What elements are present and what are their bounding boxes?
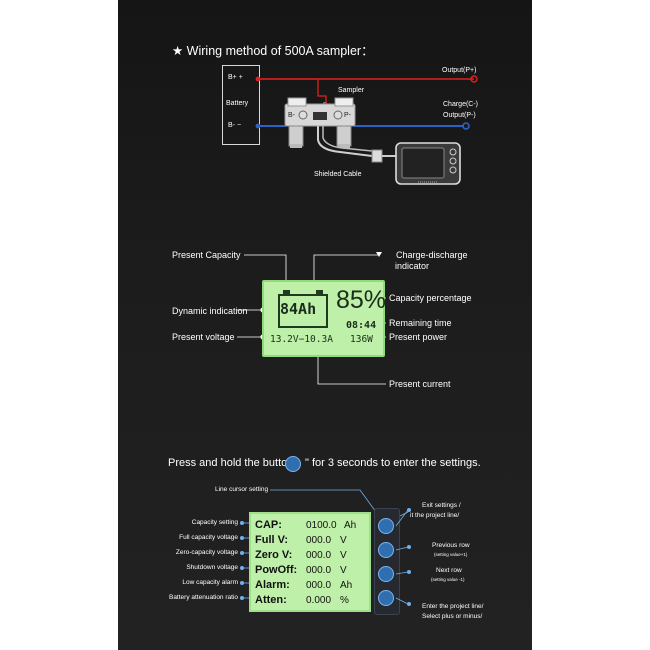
up-button-icon[interactable] (378, 542, 394, 558)
row-value-5: 0.000 (306, 595, 332, 606)
present-power-label: Present power (389, 332, 448, 342)
settings-lcd: CAP: 0100.0 Ah Full V: 000.0 V Zero V: 0… (249, 512, 371, 612)
row-unit-4: Ah (340, 580, 353, 591)
next-sub-label: (setting value -1) (431, 577, 465, 582)
voltage-current-value: 13.2V−10.3A (270, 334, 333, 345)
time-value: 08:44 (346, 320, 377, 331)
output-p-plus-label: Output(P+) (442, 67, 477, 74)
battery-label: Battery (226, 100, 249, 107)
battery-box (222, 65, 260, 145)
charge-c-minus-label: Charge(C-) (443, 101, 479, 108)
percentage-value: 85% (336, 286, 387, 314)
dynamic-indication-label: Dynamic indication (172, 306, 248, 316)
next-label: Next row (436, 567, 462, 574)
exit-label-2: it the project line/ (410, 512, 460, 519)
exit-button-icon[interactable] (378, 518, 394, 534)
down-button-icon[interactable] (378, 566, 394, 582)
row-value-4: 000.0 (306, 580, 332, 591)
charge-discharge-label: Charge-discharge (396, 250, 468, 260)
row-label-3: PowOff: (255, 564, 298, 576)
present-current-label: Present current (389, 379, 451, 389)
prev-label: Previous row (432, 542, 470, 549)
row-label-1: Full V: (255, 534, 288, 546)
present-capacity-label: Present Capacity (172, 250, 241, 260)
settings-instruction-post: " for 3 seconds to enter the settings. (305, 457, 481, 469)
settings-instruction-pre: Press and hold the button" (168, 457, 298, 469)
row-value-1: 000.0 (306, 535, 332, 546)
p-minus-terminal: P- (344, 112, 352, 119)
line-cursor-label: Line cursor setting (215, 486, 269, 493)
lcd-display: 84Ah 85% 08:44 13.2V−10.3A 136W (262, 280, 387, 357)
row-label-0: CAP: (255, 519, 282, 531)
right-callout-lines (395, 508, 411, 606)
sampler-label: Sampler (338, 87, 365, 94)
capacity-value: 84Ah (280, 300, 317, 318)
prev-sub-label: (setting value+1) (434, 552, 468, 557)
row-unit-2: V (340, 550, 347, 561)
capacity-percentage-label: Capacity percentage (389, 293, 472, 303)
enter-button-icon[interactable] (378, 590, 394, 606)
row-unit-3: V (340, 565, 347, 576)
row-value-2: 000.0 (306, 550, 332, 561)
side-label-5: Battery attenuation ratio (168, 594, 238, 601)
row-unit-5: % (340, 595, 349, 606)
b-minus-terminal: B- (288, 112, 296, 119)
remaining-time-label: Remaining time (389, 318, 452, 328)
wiring-diagram: B- P- (255, 75, 478, 185)
row-label-2: Zero V: (255, 549, 293, 561)
side-label-2: Zero-capacity voltage (175, 549, 238, 556)
side-label-0: Capacity setting (191, 519, 238, 526)
set-button-icon (285, 456, 301, 472)
row-value-3: 000.0 (306, 565, 332, 576)
row-unit-0: Ah (344, 520, 357, 531)
power-value: 136W (350, 334, 373, 345)
side-label-3: Shutdown voltage (186, 564, 238, 571)
indicator-label: indicator (395, 261, 430, 271)
shielded-cable-label: Shielded Cable (314, 171, 362, 178)
row-unit-1: V (340, 535, 347, 546)
output-p-minus-label: Output(P-) (443, 112, 476, 119)
row-value-0: 0100.0 (306, 520, 337, 531)
exit-label-1: Exit settings / (422, 502, 461, 509)
enter-label-1: Enter the project line/ (422, 603, 484, 610)
b-minus-label: B- − (228, 122, 242, 129)
battery-icon (278, 290, 328, 328)
wiring-title: ★ Wiring method of 500A sampler： (172, 44, 374, 58)
b-plus-label: B+ + (228, 74, 243, 81)
side-label-4: Low capacity alarm (182, 579, 238, 586)
row-label-5: Atten: (255, 594, 287, 606)
side-label-1: Full capacity voltage (179, 534, 238, 541)
enter-label-2: Select plus or minus/ (422, 613, 483, 620)
row-label-4: Alarm: (255, 579, 290, 591)
product-panel: ★ Wiring method of 500A sampler： B+ + Ba… (118, 0, 532, 650)
present-voltage-label: Present voltage (172, 332, 235, 342)
